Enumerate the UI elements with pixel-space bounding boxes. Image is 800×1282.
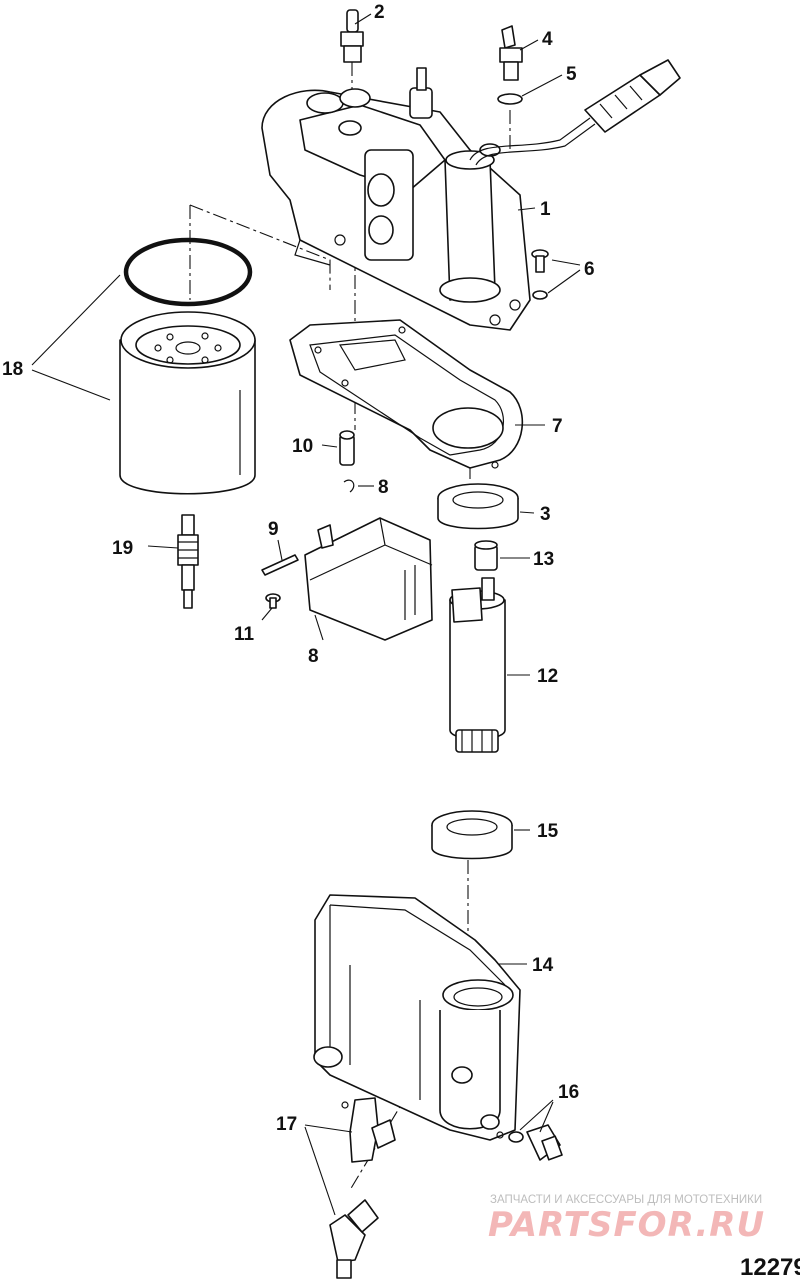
fuel-filter-part-18 (119, 311, 256, 495)
callout-19: 19 (112, 538, 133, 559)
callout-6: 6 (584, 259, 595, 280)
drain-sensor-part-19 (177, 514, 199, 609)
grommet-part-13 (474, 540, 498, 571)
o-ring-part-5 (497, 93, 523, 105)
filter-o-ring-part-18 (123, 237, 253, 307)
callout-5: 5 (566, 64, 577, 85)
callout-7: 7 (552, 416, 563, 437)
callout-13: 13 (533, 549, 554, 570)
callout-15: 15 (537, 821, 559, 842)
reservoir-part-14 (313, 894, 521, 1141)
callout-4: 4 (542, 29, 553, 50)
pin-part-9 (261, 554, 299, 576)
wire-harness (469, 59, 681, 166)
callout-12: 12 (537, 666, 558, 687)
fuel-pump-part-12 (449, 577, 506, 753)
callout-17: 17 (276, 1114, 297, 1135)
callout-18: 18 (2, 359, 23, 380)
callout-10: 10 (292, 436, 313, 457)
callout-9: 9 (268, 519, 279, 540)
figure-number: 12279 (740, 1254, 800, 1281)
elbow-fittings-part-17 (329, 1097, 396, 1279)
callout-11: 11 (234, 624, 255, 645)
pump-housing-part-1 (261, 67, 531, 331)
watermark-tagline: ЗАПЧАСТИ И АКСЕССУАРЫ ДЛЯ МОТОТЕХНИКИ (490, 1194, 762, 1206)
callout-8-cover: 8 (308, 646, 319, 667)
leader-lines (31, 13, 581, 1216)
insert-part-10 (339, 430, 355, 466)
callout-14: 14 (532, 955, 554, 976)
plug-oring-part-16 (508, 1124, 563, 1161)
watermark-logo: PARTSFOR.RU (488, 1205, 765, 1245)
fitting-part-2 (340, 9, 364, 63)
callout-2: 2 (374, 2, 385, 23)
screw-washer-part-6 (531, 249, 549, 300)
seal-part-15 (431, 810, 513, 860)
gasket-part-7 (289, 319, 524, 469)
callout-8-clip: 8 (378, 477, 389, 498)
sensor-part-4 (499, 25, 523, 81)
watermark: ЗАПЧАСТИ И АКСЕССУАРЫ ДЛЯ МОТОТЕХНИКИ PA… (488, 1194, 765, 1245)
callout-1: 1 (540, 199, 551, 220)
seal-part-3 (437, 483, 519, 530)
callout-3: 3 (540, 504, 551, 525)
callout-16: 16 (558, 1082, 579, 1103)
cover-part-8 (304, 517, 433, 641)
clip-part-8 (343, 479, 355, 493)
screw-part-11 (265, 593, 281, 609)
callout-labels: 1 2 3 4 5 6 7 8 8 9 10 11 12 13 14 15 16… (2, 2, 595, 1135)
